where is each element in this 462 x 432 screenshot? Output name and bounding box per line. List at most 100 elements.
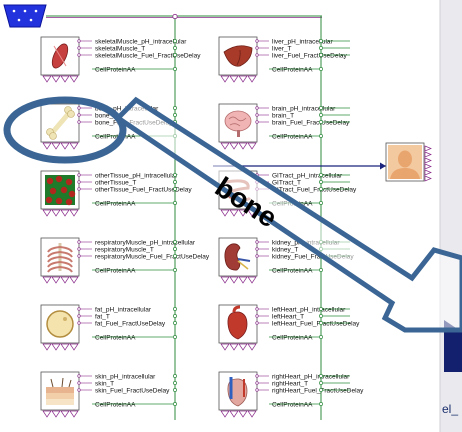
block-other-tissue[interactable]: otherTissue_pH_intracellularotherTissue_… — [41, 171, 192, 216]
port-label: brain_T — [272, 112, 294, 119]
port-triangle[interactable] — [230, 76, 238, 82]
port-triangle[interactable] — [70, 411, 78, 417]
port-triangle[interactable] — [70, 344, 78, 350]
port-triangle[interactable] — [239, 411, 247, 417]
block-brain[interactable]: brain_pH_intracellularbrain_Tbrain_Fuel_… — [219, 104, 350, 149]
port-triangle[interactable] — [230, 344, 238, 350]
port-triangle[interactable] — [70, 210, 78, 216]
port-triangle[interactable] — [239, 344, 247, 350]
fat-cell-icon — [47, 311, 73, 337]
port-triangle[interactable] — [221, 210, 229, 216]
cell-protein-label: CellProteinAA — [95, 200, 136, 207]
cell-protein-label: CellProteinAA — [272, 66, 313, 73]
port-triangle[interactable] — [239, 76, 247, 82]
port-triangle[interactable] — [230, 411, 238, 417]
cell-protein-label: CellProteinAA — [272, 334, 313, 341]
port-label: fat_T — [95, 313, 110, 320]
bus-connector-icon[interactable] — [4, 5, 46, 27]
tissue-icon — [45, 175, 75, 205]
port-triangle[interactable] — [425, 146, 431, 151]
cell-protein-label: CellProteinAA — [95, 133, 136, 140]
port-label: skin_T — [95, 380, 114, 387]
right-panel: el_ — [440, 0, 462, 432]
port-triangle[interactable] — [43, 76, 51, 82]
cell-protein-label: CellProteinAA — [95, 401, 136, 408]
port-triangle[interactable] — [70, 143, 78, 149]
port-label: skin_pH_intracellular — [95, 373, 156, 380]
port-triangle[interactable] — [61, 411, 69, 417]
port-label: skeletalMuscle_Fuel_FractUseDelay — [95, 52, 201, 59]
port-triangle[interactable] — [70, 76, 78, 82]
port-triangle[interactable] — [52, 76, 60, 82]
port-label: otherTissue_pH_intracellular — [95, 172, 178, 179]
block-left-heart[interactable]: leftHeart_pH_intracellularleftHeart_Tlef… — [219, 305, 360, 350]
port-triangle[interactable] — [70, 277, 78, 283]
port-triangle[interactable] — [248, 344, 256, 350]
cell-protein-label: CellProteinAA — [272, 401, 313, 408]
block-skeletal-muscle[interactable]: skeletalMuscle_pH_intracellularskeletalM… — [41, 37, 201, 82]
port-triangle[interactable] — [61, 143, 69, 149]
port-triangle[interactable] — [52, 210, 60, 216]
block-skin[interactable]: skin_pH_intracellularskin_Tskin_Fuel_Fra… — [41, 372, 177, 417]
port-triangle[interactable] — [221, 411, 229, 417]
port-triangle[interactable] — [221, 344, 229, 350]
port-triangle[interactable] — [52, 344, 60, 350]
block-liver[interactable]: liver_pH_intracellularliver_Tliver_Fuel_… — [219, 37, 350, 82]
port-label: kidney_T — [272, 246, 298, 253]
port-label: fat_pH_intracellular — [95, 306, 152, 313]
port-triangle[interactable] — [61, 344, 69, 350]
port-triangle[interactable] — [61, 76, 69, 82]
port-triangle[interactable] — [61, 277, 69, 283]
port-triangle[interactable] — [61, 210, 69, 216]
person-ports — [425, 146, 431, 181]
port-triangle[interactable] — [221, 143, 229, 149]
cell-protein-label: CellProteinAA — [95, 334, 136, 341]
person-block[interactable] — [386, 143, 431, 181]
port-triangle[interactable] — [248, 411, 256, 417]
port-label: skin_Fuel_FractUseDelay — [95, 387, 170, 394]
block-fat[interactable]: fat_pH_intracellularfat_Tfat_Fuel_FractU… — [41, 305, 177, 350]
port-triangle[interactable] — [248, 76, 256, 82]
port-label: fat_Fuel_FractUseDelay — [95, 320, 166, 327]
port-triangle[interactable] — [230, 277, 238, 283]
port-label: skeletalMuscle_T — [95, 45, 145, 52]
cell-protein-label: CellProteinAA — [272, 133, 313, 140]
port-label: liver_Fuel_FractUseDelay — [272, 52, 348, 59]
port-triangle[interactable] — [239, 143, 247, 149]
port-triangle[interactable] — [43, 411, 51, 417]
port-triangle[interactable] — [43, 143, 51, 149]
block-right-heart[interactable]: rightHeart_pH_intracellularrightHeart_Tr… — [219, 372, 364, 417]
port-triangle[interactable] — [52, 411, 60, 417]
port-triangle[interactable] — [52, 143, 60, 149]
port-triangle[interactable] — [43, 210, 51, 216]
port-triangle[interactable] — [239, 277, 247, 283]
port-triangle[interactable] — [425, 158, 431, 163]
port-triangle[interactable] — [425, 164, 431, 169]
port-label: GITract_pH_intracellular — [272, 172, 343, 179]
port-label: rightHeart_pH_intracellular — [272, 373, 350, 380]
port-label: respiratoryMuscle_T — [95, 246, 154, 253]
port-triangle[interactable] — [230, 143, 238, 149]
port-triangle[interactable] — [221, 76, 229, 82]
port-label: leftHeart_Fuel_FractUseDelay — [272, 320, 360, 327]
port-triangle[interactable] — [425, 152, 431, 157]
port-triangle[interactable] — [43, 277, 51, 283]
port-label: leftHeart_pH_intracellular — [272, 306, 346, 313]
port-triangle[interactable] — [425, 176, 431, 181]
port-label: otherTissue_T — [95, 179, 136, 186]
port-label: GITract_T — [272, 179, 301, 186]
cell-protein-label: CellProteinAA — [95, 66, 136, 73]
port-triangle[interactable] — [52, 277, 60, 283]
port-triangle[interactable] — [248, 277, 256, 283]
port-label: respiratoryMuscle_pH_intracellular — [95, 239, 196, 246]
port-label: respiratoryMuscle_Fuel_FractUseDelay — [95, 253, 210, 260]
block-respiratory-muscle[interactable]: respiratoryMuscle_pH_intracellularrespir… — [41, 238, 210, 283]
port-label: liver_T — [272, 45, 292, 52]
port-triangle[interactable] — [425, 170, 431, 175]
port-triangle[interactable] — [221, 277, 229, 283]
port-triangle[interactable] — [43, 344, 51, 350]
port-label: rightHeart_Fuel_FractUseDelay — [272, 387, 364, 394]
port-label: GITract_Fuel_FractUseDelay — [272, 186, 357, 193]
port-triangle[interactable] — [248, 143, 256, 149]
